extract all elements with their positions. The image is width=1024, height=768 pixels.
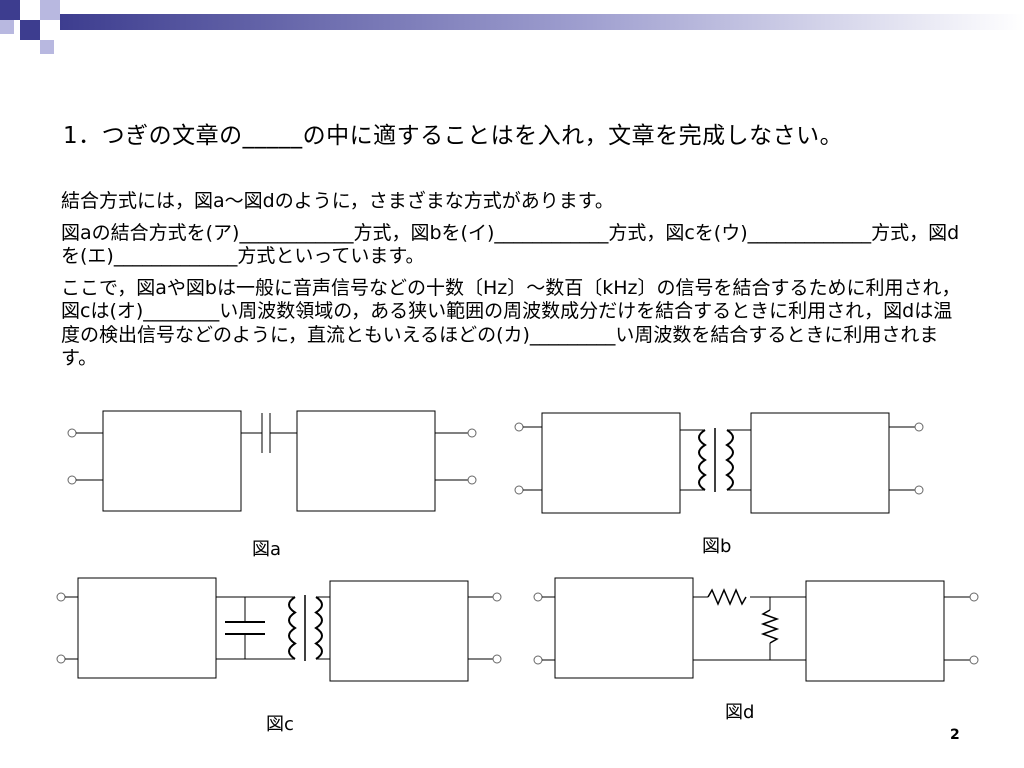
figure-c-circuit <box>56 577 502 682</box>
figure-label-a: 図a <box>252 539 282 560</box>
slide-title: 1．つぎの文章の_____の中に適することはを入れ，文章を完成しなさい。 <box>63 123 844 149</box>
resistor-symbol <box>760 597 780 660</box>
figure-label-c: 図c <box>266 714 294 735</box>
figure-d-circuit <box>533 577 979 682</box>
paragraph-questions: 図aの結合方式を(ア)____________方式，図bを(イ)________… <box>61 221 960 268</box>
transformer-symbol <box>288 595 330 661</box>
tuning-capacitor-symbol <box>216 596 295 660</box>
figure-label-d: 図d <box>725 702 755 723</box>
body-text: 結合方式には，図a〜図dのように，さまざまな方式があります。 図aの結合方式を(… <box>61 190 961 379</box>
figure-b-circuit <box>514 412 924 514</box>
paragraph-explanation: ここで，図aや図bは一般に音声信号などの十数〔Hz〕〜数百〔kHz〕の信号を結合… <box>61 276 961 370</box>
capacitor-symbol <box>241 413 297 453</box>
resistor-symbol <box>693 588 806 606</box>
page-number: 2 <box>950 727 960 743</box>
figure-label-b: 図b <box>702 536 732 557</box>
header-decoration <box>0 0 1024 54</box>
paragraph-intro: 結合方式には，図a〜図dのように，さまざまな方式があります。 <box>61 190 614 212</box>
transformer-symbol <box>680 428 751 492</box>
figure-a-circuit <box>67 410 477 512</box>
